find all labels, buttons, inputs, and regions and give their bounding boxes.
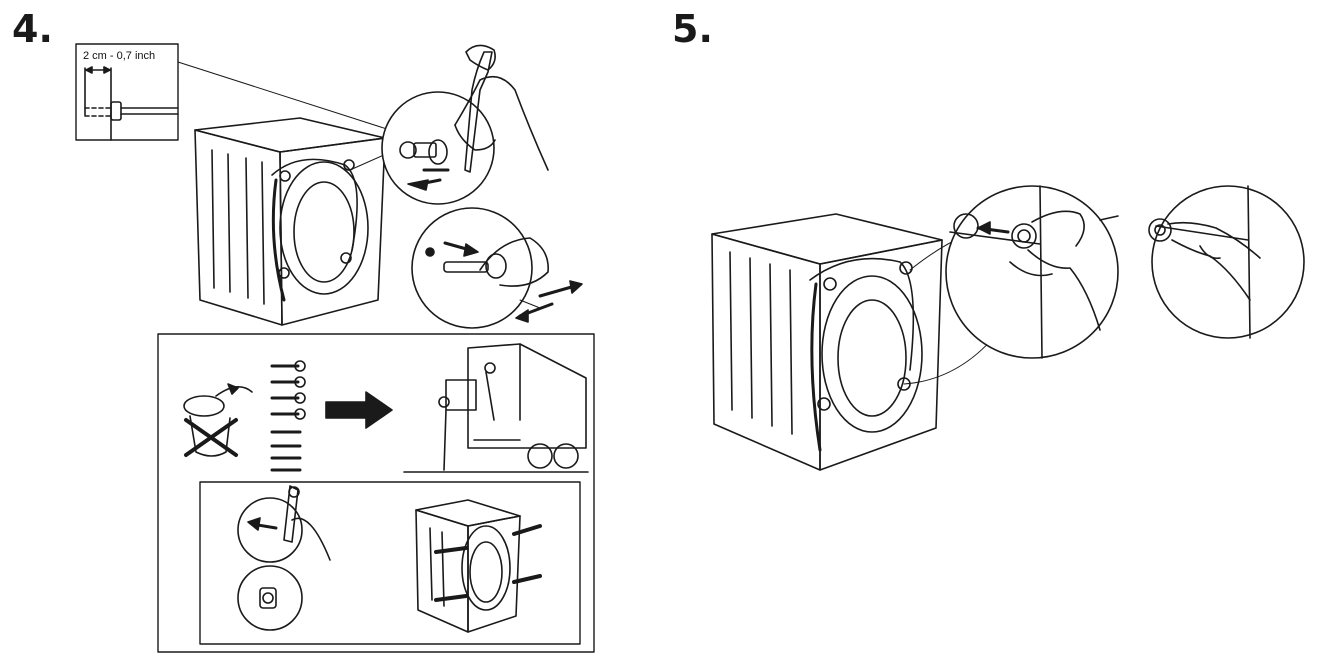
transport-bolts-icon <box>270 360 306 472</box>
step-4-number: 4. <box>12 7 53 51</box>
truck-loading-icon <box>403 343 589 473</box>
washing-machine-rear <box>194 117 396 326</box>
do-not-discard-bolts-icon <box>183 383 253 457</box>
arrow-right-icon <box>325 391 393 429</box>
zoom-wrench-loosen-bolt <box>381 44 549 205</box>
zoom-press-plastic-cap <box>1148 185 1305 339</box>
step-4-illustration <box>75 43 595 653</box>
zoom-remove-transport-bolt <box>411 207 583 329</box>
refit-bolt-zoom <box>237 485 331 631</box>
step-5-illustration <box>711 185 1305 471</box>
machine-bolt-positions <box>415 499 542 633</box>
bolt-depth-detail-box <box>75 43 391 141</box>
step-5-number: 5. <box>672 7 713 51</box>
transport-instructions-frame <box>157 333 595 653</box>
bolt-depth-label: 2 cm - 0,7 inch <box>83 50 156 62</box>
zoom-insert-plastic-cap <box>945 185 1119 359</box>
